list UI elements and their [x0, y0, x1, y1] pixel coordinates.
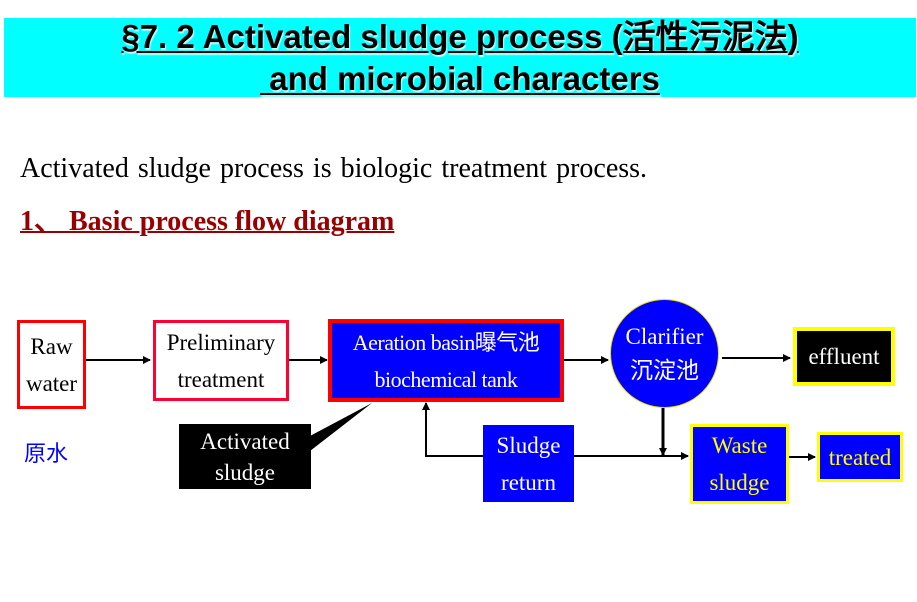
callout-pointer [310, 403, 372, 451]
waste-sludge-line1: Waste [711, 433, 768, 458]
effluent-label: effluent [808, 344, 880, 369]
raw-water-chinese-label: 原水 [24, 442, 69, 467]
preliminary-line1: Preliminary [166, 329, 276, 355]
raw-water-line1: Raw [30, 333, 73, 359]
activated-line2: sludge [214, 459, 276, 485]
preliminary-line2: treatment [177, 366, 265, 392]
node-preliminary-treatment: Preliminary treatment [153, 320, 289, 401]
title-banner: §7. 2 Activated sludge process (活性污泥法) a… [4, 18, 916, 97]
node-aeration-basin: Aeration basin曝气池 biochemical tank [328, 319, 564, 402]
raw-water-line2: water [25, 370, 78, 396]
node-waste-sludge: Waste sludge [690, 424, 789, 504]
sludge-return-line [422, 402, 483, 457]
node-clarifier: Clarifier 沉淀池 [610, 299, 719, 408]
aeration-line1: Aeration basin曝气池 [352, 329, 540, 355]
treated-label: treated [828, 444, 892, 470]
callout-activated-sludge: Activated sludge [179, 424, 311, 489]
clarifier-line1: Clarifier [625, 323, 704, 349]
sludge-return-line1: Sludge [496, 432, 561, 458]
section-heading: 1、 Basic process flow diagram [20, 206, 395, 237]
activated-line1: Activated [200, 428, 290, 454]
waste-sludge-line2: sludge [709, 470, 770, 495]
node-effluent: effluent [793, 327, 895, 386]
sludge-return-line2: return [501, 469, 556, 495]
title-line-2: and microbial characters [260, 59, 660, 97]
title-line-1: §7. 2 Activated sludge process (活性污泥法) [121, 17, 799, 55]
intro-text: Activated sludge process is biologic tre… [20, 153, 648, 184]
node-raw-water: Raw water [17, 320, 86, 409]
node-treated: treated [817, 432, 903, 482]
clarifier-line2: 沉淀池 [630, 357, 699, 383]
node-sludge-return: Sludge return [483, 425, 574, 502]
aeration-line2: biochemical tank [374, 366, 518, 392]
